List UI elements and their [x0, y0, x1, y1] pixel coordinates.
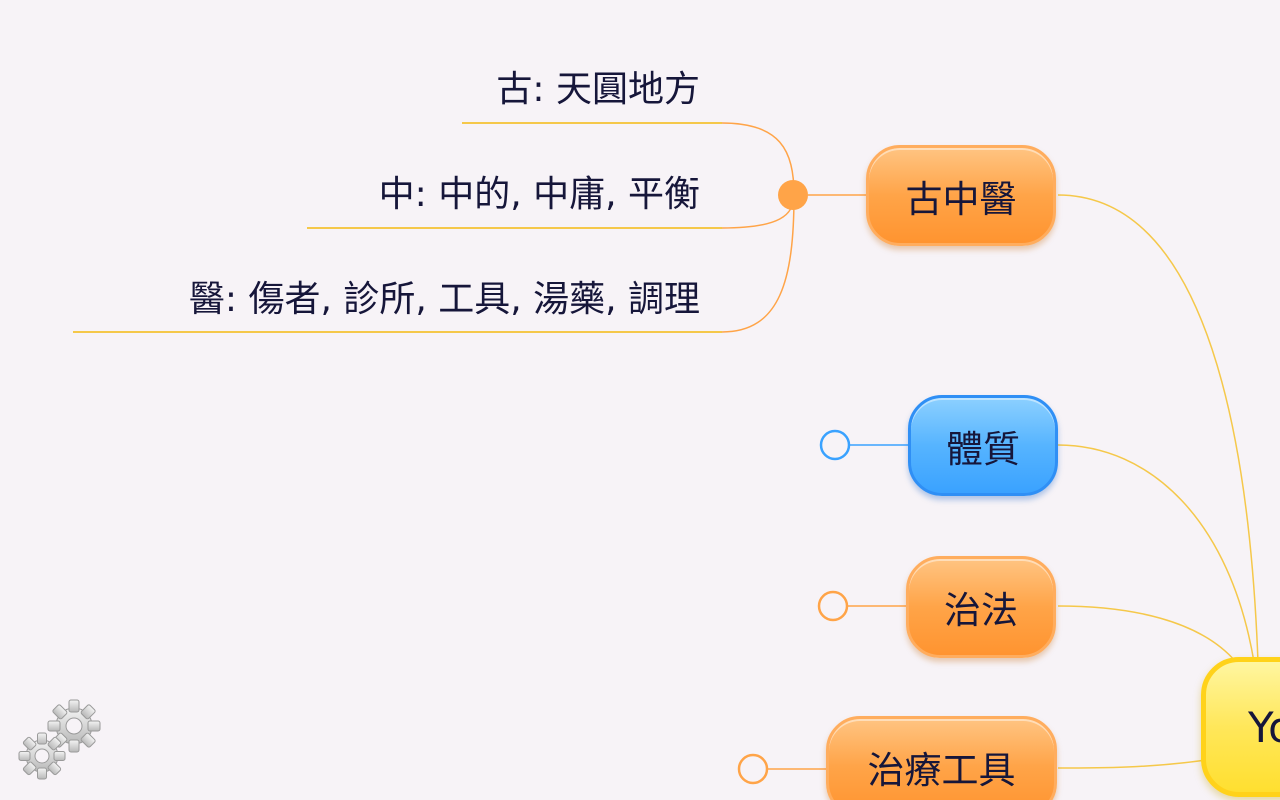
topic-node-zhi-liao-gong-ju[interactable]: 治療工具 — [826, 716, 1057, 800]
link-root-zhi — [1057, 605, 1237, 663]
link-root-tool — [1057, 759, 1207, 769]
link-root-ti — [1057, 444, 1255, 663]
collapse-toggle-gu[interactable] — [778, 180, 808, 210]
link-hub-leaf-2 — [721, 194, 795, 333]
topic-node-ti-zhi[interactable]: 體質 — [908, 395, 1058, 496]
topic-node-gu-zhong-yi[interactable]: 古中醫 — [866, 145, 1056, 246]
link-root-gu — [1057, 194, 1259, 663]
expand-toggle-ti[interactable] — [819, 429, 851, 461]
expand-toggle-tool[interactable] — [737, 753, 769, 785]
expand-toggle-zhi[interactable] — [817, 590, 849, 622]
leaf-topic-yi[interactable]: 醫: 傷者, 診所, 工具, 湯藥, 調理 — [188, 279, 700, 320]
leaf-topic-zhong[interactable]: 中: 中的, 中庸, 平衡 — [378, 174, 700, 215]
gears-icon[interactable] — [12, 696, 108, 784]
root-node[interactable]: Yo — [1201, 657, 1280, 797]
topic-node-zhi-fa[interactable]: 治法 — [906, 556, 1056, 658]
leaf-topic-gu[interactable]: 古: 天圓地方 — [496, 69, 700, 110]
